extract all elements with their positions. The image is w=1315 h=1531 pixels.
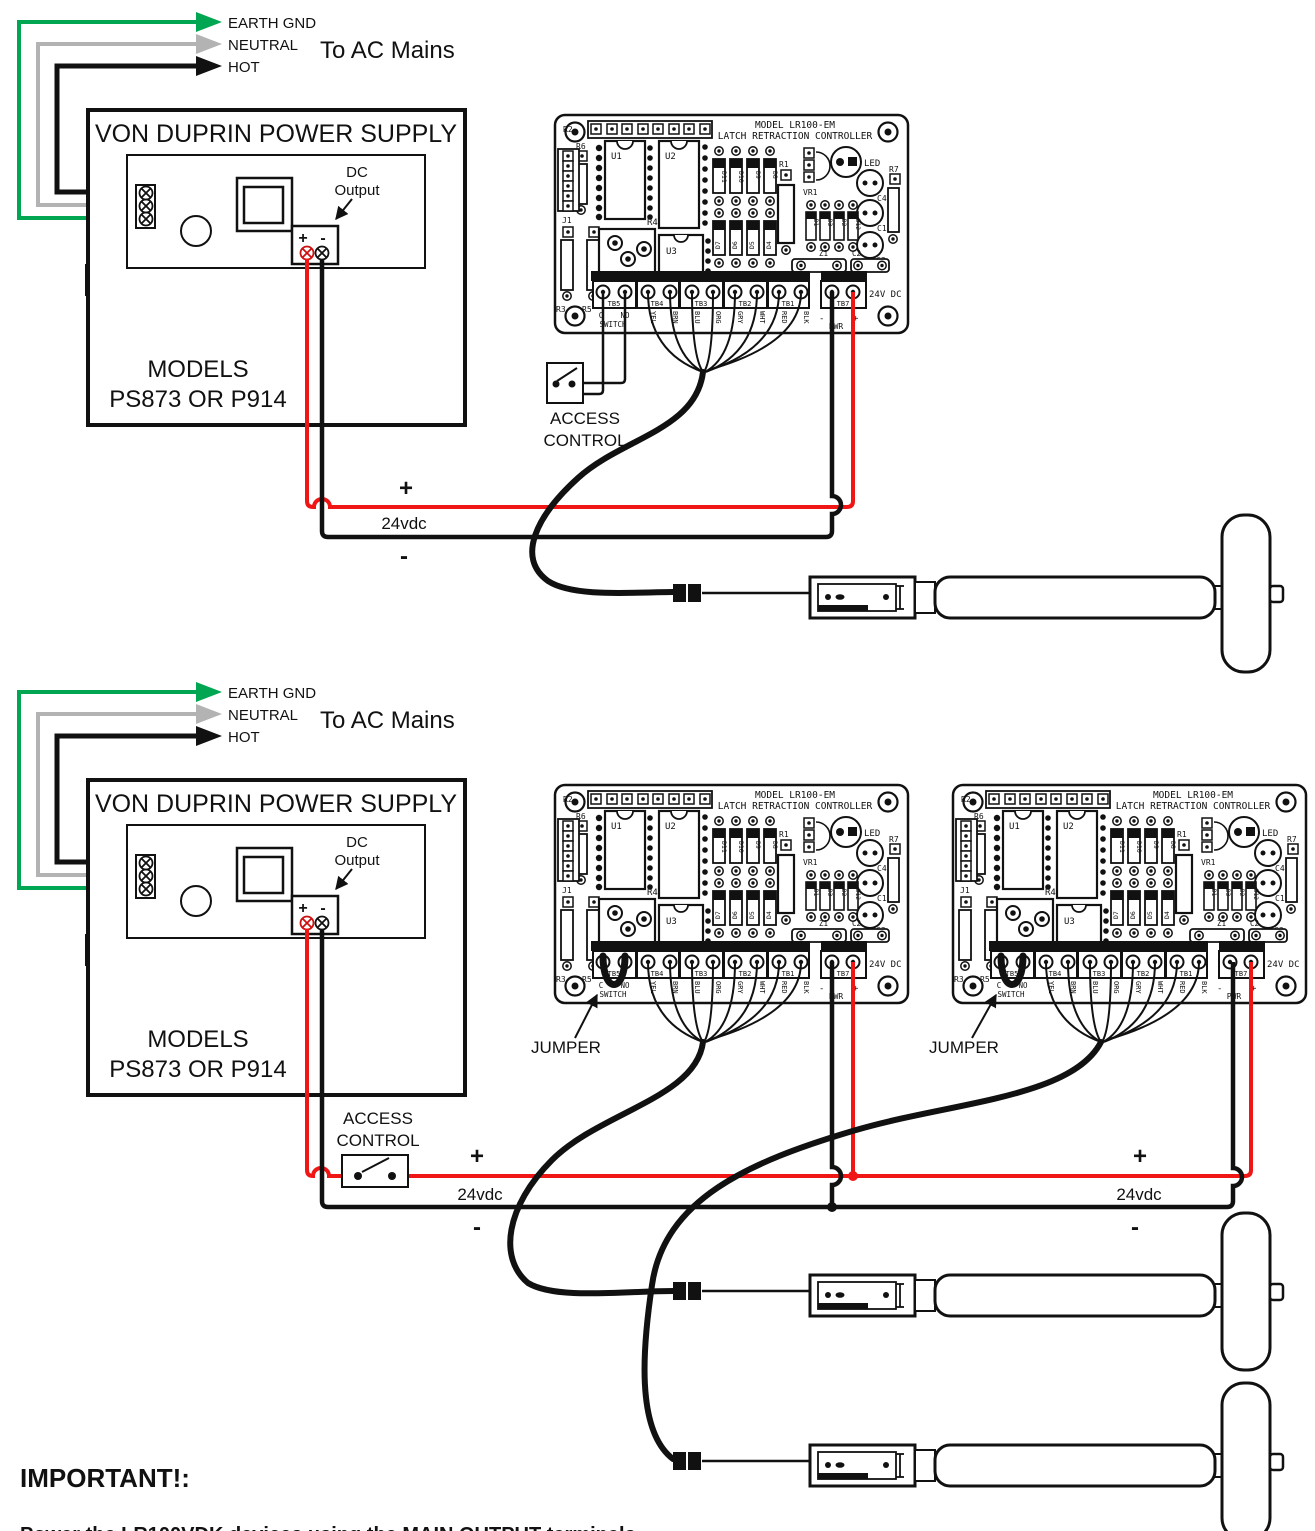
single-device-diagram: + 24vdc - ACCESS CONTROL <box>19 12 1285 674</box>
access-control-switch-top <box>546 362 584 404</box>
harness-fan-top <box>647 291 802 373</box>
switch-lever-icon <box>361 1157 390 1173</box>
exit-device-bottom-lower <box>671 1381 1285 1531</box>
plus-label-top: + <box>399 475 413 502</box>
jumper-wire-right <box>997 952 1027 988</box>
device-cable-top <box>529 369 706 597</box>
jumper-pointer-right-icon <box>971 993 997 1039</box>
jumper-label-left: JUMPER <box>531 1038 601 1057</box>
control-label-bottom: CONTROL <box>336 1131 419 1150</box>
controller-board-bottom-left <box>555 785 908 1003</box>
access-label-top: ACCESS <box>550 409 620 428</box>
control-label-top: CONTROL <box>543 431 626 450</box>
switch-lever-icon <box>556 367 578 382</box>
positive-bus-wire <box>396 962 1253 1178</box>
exit-device-bottom-upper <box>671 1211 1285 1372</box>
double-device-diagram: JUMPER JUMPER ACCESS CONTROL + 24vdc - +… <box>19 682 1306 1531</box>
plus-label-bottom-left: + <box>470 1143 484 1170</box>
power-supply-bottom <box>19 682 465 1095</box>
plus-label-bottom-right: + <box>1133 1143 1147 1170</box>
device-cable-bottom-right <box>641 1039 1104 1462</box>
harness-fan-bottom-right <box>1045 961 1200 1043</box>
switch-wire-no-top <box>583 292 627 385</box>
vdc-label-top: 24vdc <box>381 514 427 533</box>
controller-board-top <box>555 115 908 333</box>
minus-label-bottom-left: - <box>473 1214 481 1241</box>
jumper-wire-left <box>599 952 629 988</box>
negative-tap-board-left <box>829 962 844 1207</box>
switch-wire-c-top <box>583 292 605 396</box>
controller-board-bottom-right <box>953 785 1306 1003</box>
access-label-bottom: ACCESS <box>343 1109 413 1128</box>
jumper-pointer-left-icon <box>574 993 598 1039</box>
harness-fan-bottom-left <box>647 961 802 1043</box>
access-control-switch-bottom <box>341 1154 409 1188</box>
footer-note-partial: Power the LR100VDK devices using the MAI… <box>20 1524 636 1531</box>
vdc-label-bottom-left: 24vdc <box>457 1185 503 1204</box>
negative-wire-top <box>319 259 844 540</box>
device-cable-bottom-left <box>507 1039 706 1297</box>
minus-label-top: - <box>400 543 408 570</box>
negative-junction-dot <box>827 1202 837 1212</box>
positive-wire-to-switch <box>305 929 354 1179</box>
vdc-label-bottom-right: 24vdc <box>1116 1185 1162 1204</box>
jumper-label-right: JUMPER <box>929 1038 999 1057</box>
positive-junction-dot <box>848 1171 858 1181</box>
power-supply-top <box>19 12 465 425</box>
important-heading: IMPORTANT!: <box>20 1463 190 1493</box>
minus-label-bottom-right: - <box>1131 1214 1139 1241</box>
negative-bus-wire <box>319 929 1245 1210</box>
